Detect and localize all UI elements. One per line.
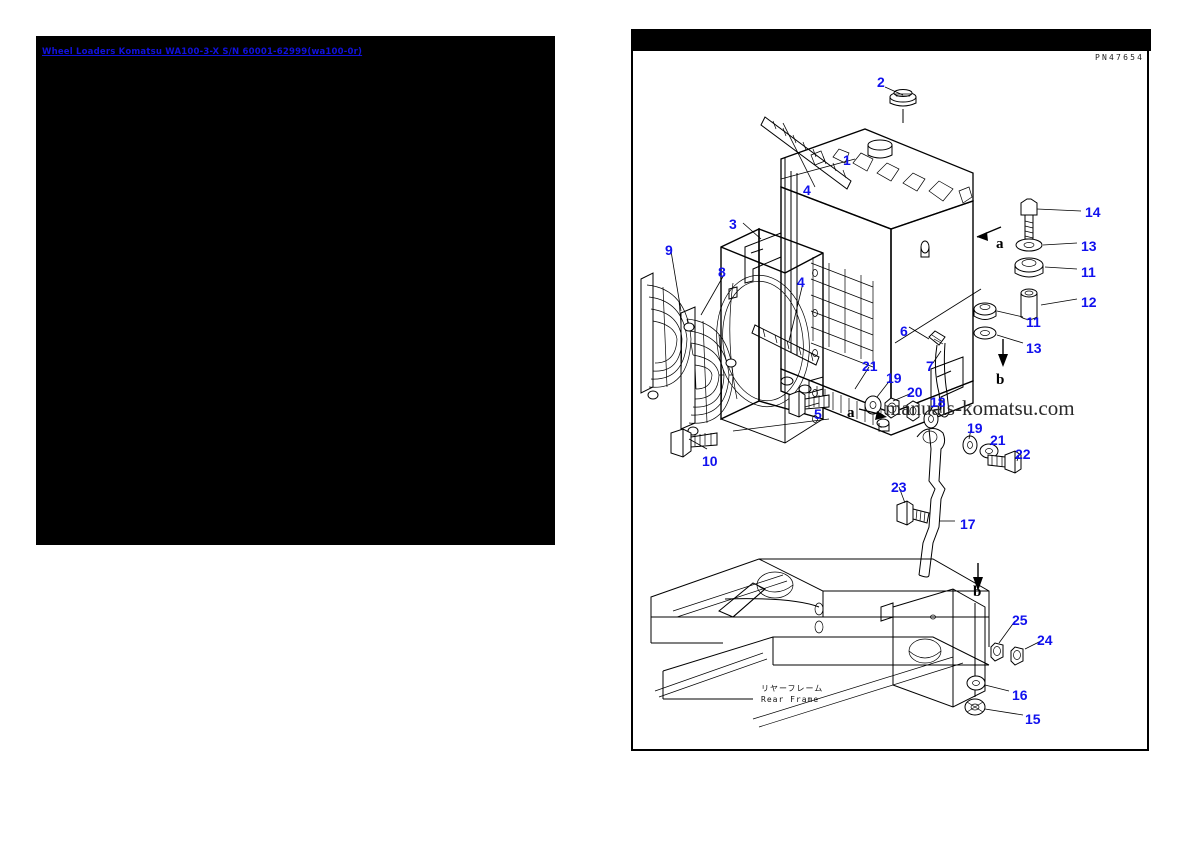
callout-number[interactable]: 8 [718,264,726,280]
callout-number[interactable]: 13 [1081,238,1097,254]
document-title-link[interactable]: Wheel Loaders Komatsu WA100-3-X S/N 6000… [42,47,363,57]
section-marker: b [996,372,1005,388]
callout-number[interactable]: 1 [843,152,851,168]
small-parts-left-row [864,395,939,429]
callout-number[interactable]: 7 [926,358,934,374]
section-arrows [858,226,1008,591]
callout-number[interactable]: 20 [907,384,923,400]
callout-number[interactable]: 25 [1012,612,1028,628]
parts-diagram-panel: PN47654 [631,29,1151,751]
rear-frame-label-jp: リヤーフレーム [761,684,824,693]
callout-number[interactable]: 21 [990,432,1006,448]
callout-number[interactable]: 2 [877,74,885,90]
callout-number[interactable]: 12 [1081,294,1097,310]
bolt-23 [896,500,930,526]
part-number-label: PN47654 [1095,53,1145,62]
washer-pair-middle [973,302,997,340]
callout-number[interactable]: 11 [1026,314,1041,330]
callout-number[interactable]: 16 [1012,687,1028,703]
callout-number[interactable]: 11 [1081,264,1096,280]
rear-frame-label: リヤーフレーム Rear Frame [761,683,823,705]
callout-number[interactable]: 18 [930,394,946,410]
shroud-strip-lower [751,324,820,366]
callout-number[interactable]: 3 [729,216,737,232]
callout-number[interactable]: 14 [1085,204,1101,220]
exploded-parts-drawing [640,86,1082,728]
small-parts-right-row [962,435,1022,474]
callout-number[interactable]: 13 [1026,340,1042,356]
document-viewer-panel: Wheel Loaders Komatsu WA100-3-X S/N 6000… [36,36,555,545]
callout-number[interactable]: 19 [967,420,983,436]
callout-number[interactable]: 9 [665,242,673,258]
rear-frame-fasteners [964,642,1024,716]
stay-bracket-17 [916,428,946,578]
diagram-top-bar [633,29,1151,51]
fan-guard-9 [640,272,695,400]
leader-lines [670,86,1082,716]
rear-frame-label-en: Rear Frame [761,695,820,704]
section-marker: b [973,584,982,600]
hose-assembly [928,330,950,418]
callout-number[interactable]: 4 [803,182,811,198]
callout-number[interactable]: 10 [702,453,718,469]
callout-number[interactable]: 24 [1037,632,1053,648]
fan-shroud-assembly [716,116,852,444]
radiator-cap-part [889,89,917,123]
callout-number[interactable]: 5 [814,406,822,422]
callout-number[interactable]: 6 [900,323,908,339]
callout-number[interactable]: 21 [862,358,878,374]
section-marker: a [847,405,855,421]
diagram-canvas: リヤーフレーム Rear Frame manuals-komatsu.com 2… [633,51,1151,751]
rear-frame [650,558,990,728]
callout-number[interactable]: 19 [886,370,902,386]
callout-number[interactable]: 17 [960,516,976,532]
callout-number[interactable]: 22 [1015,446,1031,462]
callout-number[interactable]: 23 [891,479,907,495]
callout-number[interactable]: 4 [797,274,805,290]
callout-number[interactable]: 15 [1025,711,1041,727]
shroud-strip-upper [760,116,852,190]
bolt-stack-right [1014,198,1044,320]
section-marker: a [996,236,1004,252]
